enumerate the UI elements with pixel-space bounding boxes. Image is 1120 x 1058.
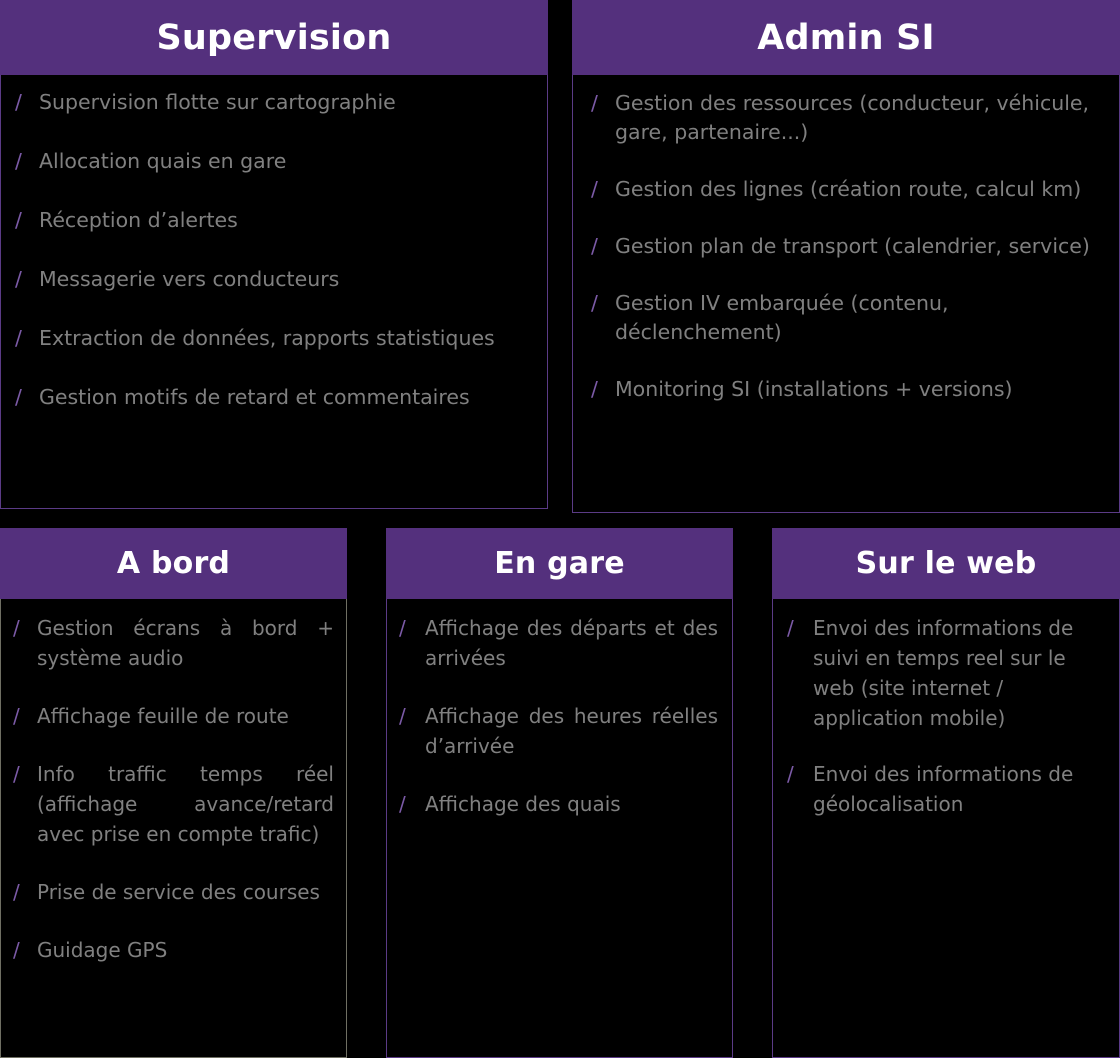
slash-bullet-icon: / <box>399 704 406 728</box>
list-item-label: Prise de service des courses <box>37 880 320 904</box>
list-item-label: Affichage des heures réelles d’arrivée <box>425 704 718 758</box>
slash-bullet-icon: / <box>15 267 22 291</box>
panel-admin-si: Admin SI / Gestion des ressources (condu… <box>572 0 1120 513</box>
list-item-label: Affichage des départs et des arrivées <box>425 616 718 670</box>
panel-a-bord-body: / Gestion écrans à bord + système audio … <box>0 599 347 1058</box>
list-item: / Réception d’alertes <box>15 207 537 233</box>
list-item: / Info traffic temps réel (affichage ava… <box>13 759 334 849</box>
list-item-label: Réception d’alertes <box>39 208 238 232</box>
panel-admin-si-body: / Gestion des ressources (conducteur, vé… <box>572 75 1120 513</box>
list-item-label: Info traffic temps réel (affichage avanc… <box>37 762 334 846</box>
slash-bullet-icon: / <box>399 616 406 640</box>
list-item: / Affichage des quais <box>399 789 718 819</box>
list-item: / Allocation quais en gare <box>15 148 537 174</box>
panel-sur-le-web: Sur le web / Envoi des informations de s… <box>772 528 1120 1058</box>
slash-bullet-icon: / <box>591 91 598 115</box>
list-item-label: Supervision flotte sur cartographie <box>39 90 396 114</box>
list-item: / Affichage des heures réelles d’arrivée <box>399 701 718 761</box>
slash-bullet-icon: / <box>13 616 20 640</box>
panel-supervision: Supervision / Supervision flotte sur car… <box>0 0 548 509</box>
panel-a-bord-list: / Gestion écrans à bord + système audio … <box>13 613 334 965</box>
list-item: / Gestion plan de transport (calendrier,… <box>591 232 1107 261</box>
slash-bullet-icon: / <box>787 762 794 786</box>
slash-bullet-icon: / <box>13 880 20 904</box>
panel-sur-le-web-title: Sur le web <box>772 528 1120 599</box>
list-item-label: Affichage des quais <box>425 792 621 816</box>
list-item-label: Gestion des ressources (conducteur, véhi… <box>615 91 1090 144</box>
list-item-label: Allocation quais en gare <box>39 149 287 173</box>
list-item-label: Gestion des lignes (création route, calc… <box>615 177 1082 201</box>
slash-bullet-icon: / <box>15 385 22 409</box>
slash-bullet-icon: / <box>15 90 22 114</box>
panel-en-gare: En gare / Affichage des départs et des a… <box>386 528 733 1058</box>
panel-sur-le-web-body: / Envoi des informations de suivi en tem… <box>772 599 1120 1058</box>
list-item-label: Monitoring SI (installations + versions) <box>615 377 1013 401</box>
slash-bullet-icon: / <box>591 377 598 401</box>
panel-sur-le-web-list: / Envoi des informations de suivi en tem… <box>787 613 1109 819</box>
slash-bullet-icon: / <box>591 177 598 201</box>
panel-a-bord-title: A bord <box>0 528 347 599</box>
list-item: / Monitoring SI (installations + version… <box>591 375 1107 404</box>
slash-bullet-icon: / <box>13 704 20 728</box>
list-item: / Envoi des informations de géolocalisat… <box>787 759 1109 819</box>
list-item: / Affichage des départs et des arrivées <box>399 613 718 673</box>
panel-supervision-list: / Supervision flotte sur cartographie / … <box>15 89 537 410</box>
list-item-label: Messagerie vers conducteurs <box>39 267 340 291</box>
slash-bullet-icon: / <box>15 326 22 350</box>
panel-en-gare-title: En gare <box>386 528 733 599</box>
panel-a-bord: A bord / Gestion écrans à bord + système… <box>0 528 347 1058</box>
slash-bullet-icon: / <box>787 616 794 640</box>
list-item: / Envoi des informations de suivi en tem… <box>787 613 1109 733</box>
panel-en-gare-list: / Affichage des départs et des arrivées … <box>399 613 718 819</box>
list-item-label: Gestion motifs de retard et commentaires <box>39 385 470 409</box>
slash-bullet-icon: / <box>13 762 20 786</box>
list-item-label: Gestion IV embarquée (contenu, déclenche… <box>615 291 949 344</box>
list-item: / Supervision flotte sur cartographie <box>15 89 537 115</box>
list-item: / Prise de service des courses <box>13 877 334 907</box>
list-item: / Extraction de données, rapports statis… <box>15 325 537 351</box>
list-item: / Gestion des lignes (création route, ca… <box>591 175 1107 204</box>
panel-admin-si-list: / Gestion des ressources (conducteur, vé… <box>591 89 1107 404</box>
slash-bullet-icon: / <box>15 149 22 173</box>
list-item: / Gestion des ressources (conducteur, vé… <box>591 89 1107 147</box>
list-item-label: Guidage GPS <box>37 938 168 962</box>
list-item-label: Gestion plan de transport (calendrier, s… <box>615 234 1090 258</box>
list-item: / Messagerie vers conducteurs <box>15 266 537 292</box>
list-item-label: Gestion écrans à bord + système audio <box>37 616 334 670</box>
list-item-label: Affichage feuille de route <box>37 704 289 728</box>
panel-supervision-body: / Supervision flotte sur cartographie / … <box>0 75 548 509</box>
list-item: / Gestion motifs de retard et commentair… <box>15 384 537 410</box>
list-item-label: Extraction de données, rapports statisti… <box>39 326 495 350</box>
slash-bullet-icon: / <box>591 234 598 258</box>
slash-bullet-icon: / <box>591 291 598 315</box>
panel-en-gare-body: / Affichage des départs et des arrivées … <box>386 599 733 1058</box>
list-item-label: Envoi des informations de suivi en temps… <box>813 616 1074 730</box>
slash-bullet-icon: / <box>15 208 22 232</box>
panel-admin-si-title: Admin SI <box>572 0 1120 75</box>
list-item: / Gestion IV embarquée (contenu, déclenc… <box>591 289 1107 347</box>
panel-supervision-title: Supervision <box>0 0 548 75</box>
slash-bullet-icon: / <box>399 792 406 816</box>
list-item: / Guidage GPS <box>13 935 334 965</box>
slash-bullet-icon: / <box>13 938 20 962</box>
list-item-label: Envoi des informations de géolocalisatio… <box>813 762 1074 816</box>
list-item: / Gestion écrans à bord + système audio <box>13 613 334 673</box>
list-item: / Affichage feuille de route <box>13 701 334 731</box>
